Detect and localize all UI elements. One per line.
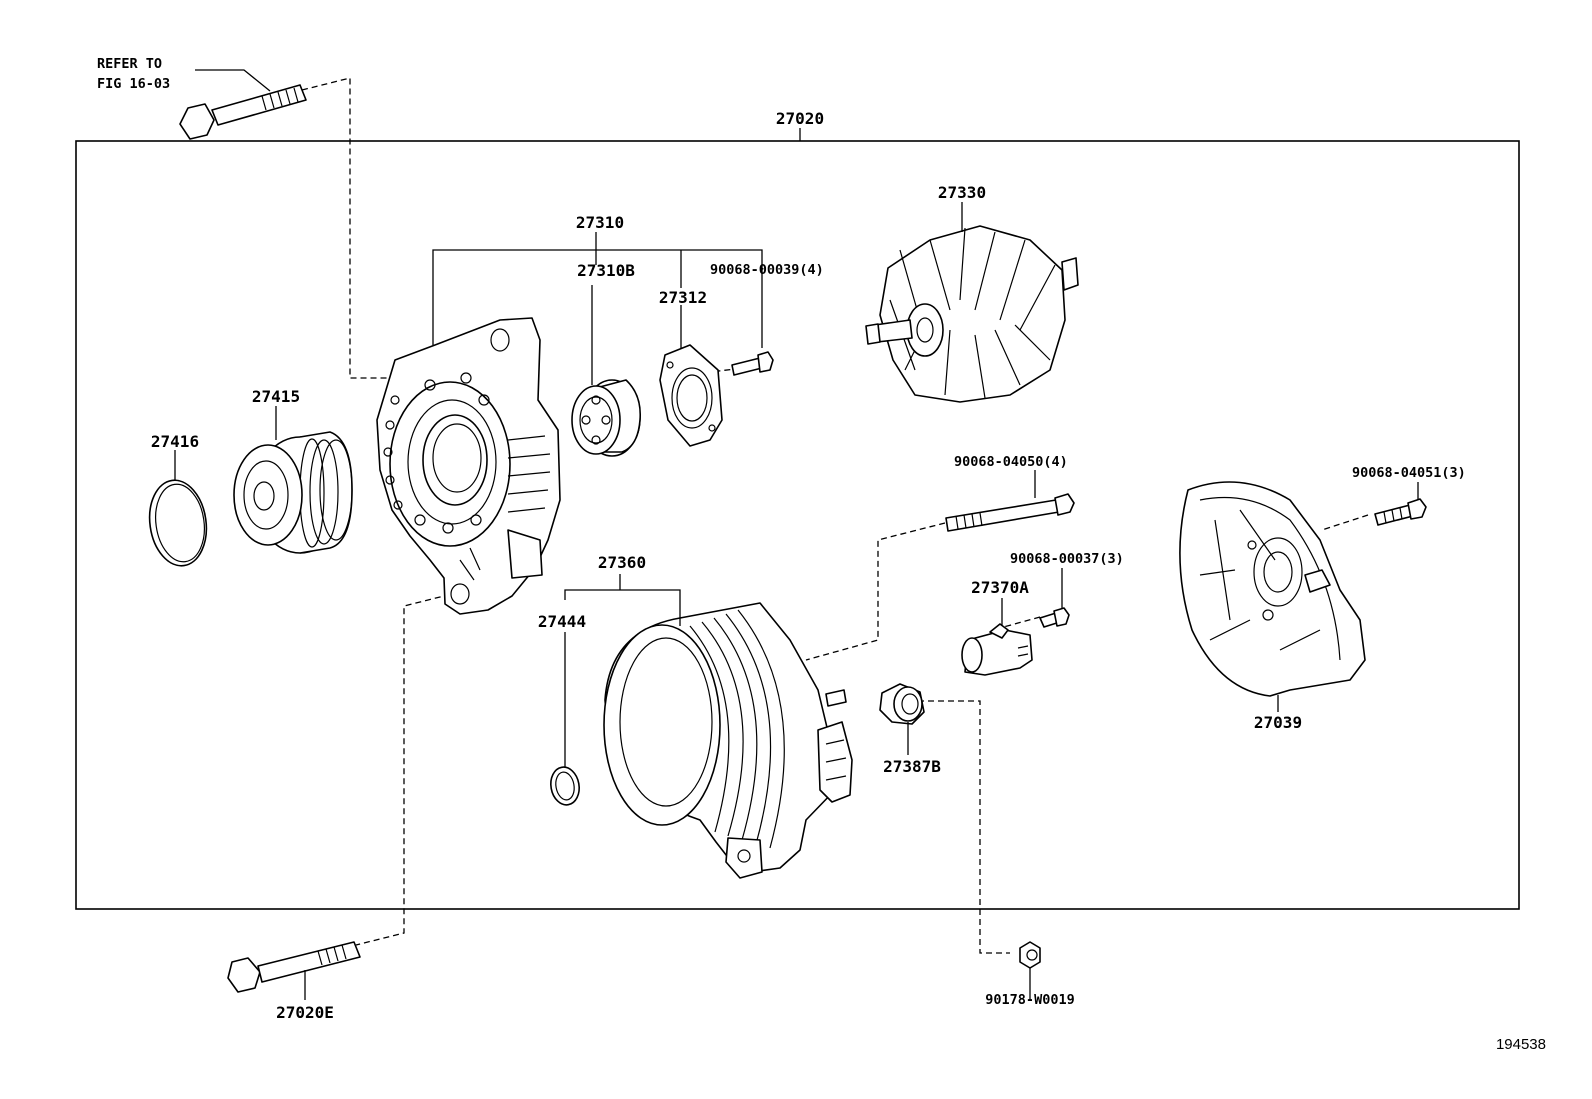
screw-90068-00037 — [1039, 607, 1070, 628]
pulley-cap-27416 — [148, 479, 208, 567]
drive-end-frame-27310 — [376, 317, 561, 615]
label-27020e: 27020E — [276, 1003, 334, 1022]
assembly-frame — [75, 140, 1520, 910]
screw-90068-00039 — [731, 351, 774, 376]
label-fig-ref: FIG 16-03 — [97, 76, 170, 92]
pulley-27415 — [233, 431, 353, 554]
dashed-line-bottom-bolt — [355, 591, 461, 946]
bolt-27020e — [227, 941, 361, 993]
rotor-27330 — [865, 225, 1079, 403]
label-27444: 27444 — [538, 612, 586, 631]
insulator-27387b — [879, 683, 925, 725]
label-27312: 27312 — [659, 288, 707, 307]
bolt-90068-04051 — [1374, 498, 1427, 526]
label-27020: 27020 — [776, 109, 824, 128]
dashed-line-top-bolt — [301, 77, 402, 379]
label-90068-04051: 90068-04051(3) — [1352, 465, 1466, 481]
label-90178-w0019: 90178-W0019 — [985, 992, 1074, 1008]
rear-cover-27039 — [1179, 481, 1366, 697]
label-27360: 27360 — [598, 553, 646, 572]
label-27415: 27415 — [252, 387, 300, 406]
dashed-line-regulator-screw — [999, 616, 1041, 629]
label-27370a: 27370A — [971, 578, 1029, 597]
dashed-line-nut — [918, 700, 1010, 954]
bearing-27310b — [571, 379, 642, 457]
retainer-plate-27312 — [659, 344, 723, 447]
label-27387b: 27387B — [883, 757, 941, 776]
label-27330: 27330 — [938, 183, 986, 202]
dashed-line-rear-bolt — [1321, 514, 1369, 531]
bolt-top-refer — [179, 84, 307, 140]
label-27310: 27310 — [576, 213, 624, 232]
label-90068-00039: 90068-00039(4) — [710, 262, 824, 278]
through-bolt-90068-04050 — [945, 493, 1075, 532]
o-ring-27444 — [550, 766, 580, 806]
label-27310b: 27310B — [577, 261, 635, 280]
dashed-line-through-bolt — [805, 522, 946, 661]
regulator-27370a — [961, 623, 1033, 676]
label-90068-04050: 90068-04050(4) — [954, 454, 1068, 470]
label-27039: 27039 — [1254, 713, 1302, 732]
label-refer-to: REFER TO — [97, 56, 162, 72]
stator-27360 — [603, 602, 853, 879]
label-27416: 27416 — [151, 432, 199, 451]
figure-id: 194538 — [1496, 1036, 1546, 1053]
nut-90178-w0019 — [1019, 941, 1041, 969]
label-90068-00037: 90068-00037(3) — [1010, 551, 1124, 567]
